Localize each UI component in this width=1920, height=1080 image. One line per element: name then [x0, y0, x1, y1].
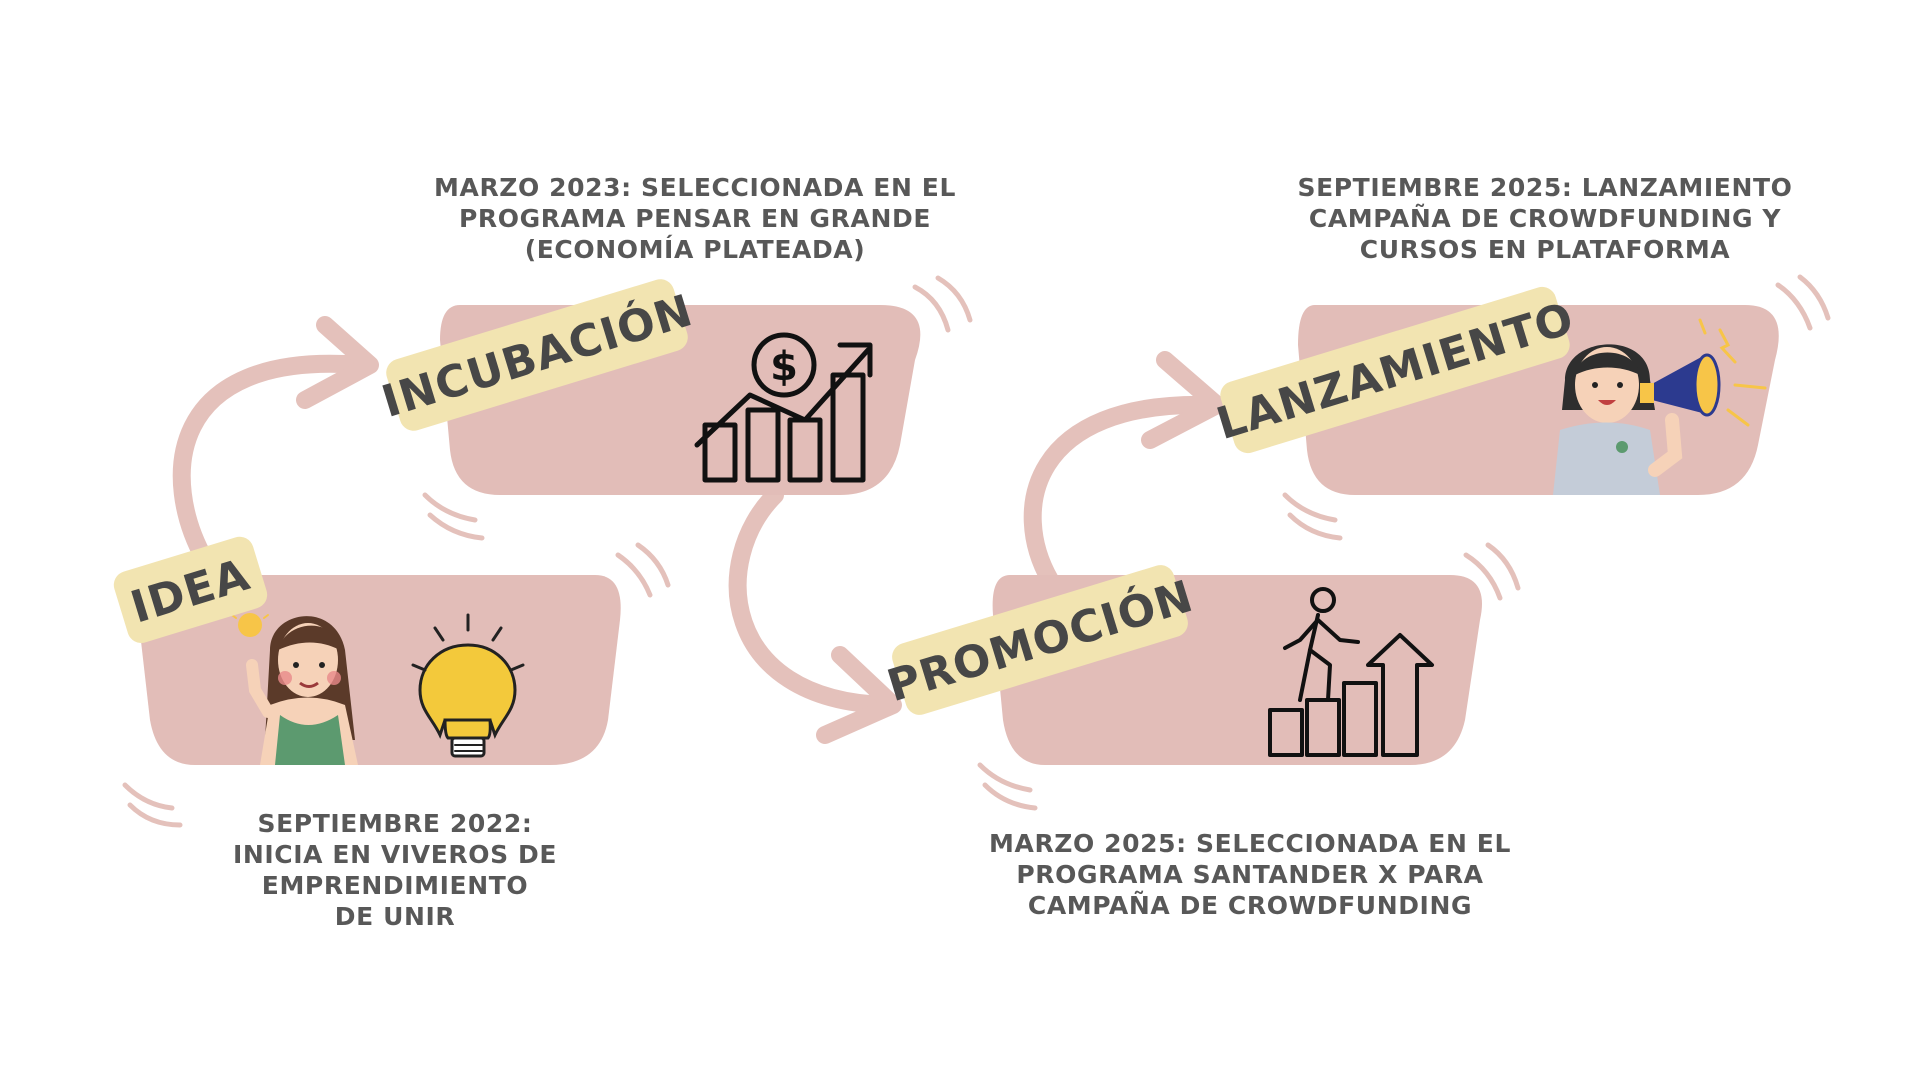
woman-with-megaphone-icon: [1553, 318, 1767, 495]
caption-promocion: MARZO 2025: SELECCIONADA EN EL PROGRAMA …: [975, 828, 1525, 921]
caption-idea-line: INICIA EN VIVEROS DE: [232, 840, 558, 869]
arrow-incubacion-to-promocion: [728, 486, 902, 744]
caption-idea-line: EMPRENDIMIENTO: [261, 871, 529, 900]
swoosh-decorations: [122, 274, 1831, 828]
caption-idea-line: DE UNIR: [334, 902, 456, 931]
caption-idea: SEPTIEMBRE 2022: INICIA EN VIVEROS DE EM…: [205, 808, 585, 932]
woman-with-idea-icon: [231, 602, 358, 765]
caption-lanzamiento: SEPTIEMBRE 2025: LANZAMIENTO CAMPAÑA DE …: [1270, 172, 1820, 265]
caption-promocion-line: PROGRAMA SANTANDER X PARA: [1016, 860, 1484, 889]
growth-chart-dollar-icon: $: [694, 332, 873, 483]
caption-promocion-line: CAMPAÑA DE CROWDFUNDING: [1027, 891, 1473, 920]
arrow-promocion-to-lanzamiento: [1023, 351, 1226, 589]
caption-incubacion: MARZO 2023: SELECCIONADA EN EL PROGRAMA …: [420, 172, 970, 265]
caption-lanzamiento-line: CURSOS EN PLATAFORMA: [1359, 235, 1731, 264]
arrow-idea-to-incubacion: [172, 316, 379, 569]
caption-idea-line: SEPTIEMBRE 2022:: [257, 809, 533, 838]
svg-text:$: $: [770, 344, 798, 390]
caption-incubacion-line: (ECONOMÍA PLATEADA): [524, 235, 866, 264]
caption-incubacion-line: MARZO 2023: SELECCIONADA EN EL: [434, 173, 956, 202]
lightbulb-icon: [411, 613, 525, 758]
caption-incubacion-line: PROGRAMA PENSAR EN GRANDE: [458, 204, 932, 233]
person-climbing-steps-icon: [1268, 587, 1434, 757]
caption-lanzamiento-line: CAMPAÑA DE CROWDFUNDING Y: [1308, 204, 1782, 233]
caption-lanzamiento-line: SEPTIEMBRE 2025: LANZAMIENTO: [1297, 173, 1793, 202]
caption-promocion-line: MARZO 2025: SELECCIONADA EN EL: [989, 829, 1511, 858]
